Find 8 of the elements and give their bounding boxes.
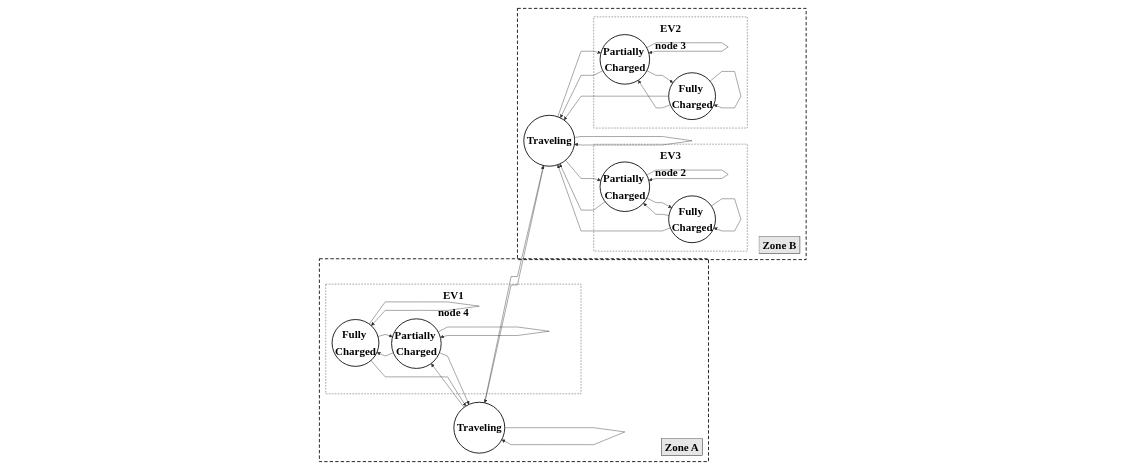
node-circle: Traveling bbox=[453, 401, 506, 454]
node-circle: Fully Charged bbox=[668, 195, 717, 244]
node-circle: Partially Charged bbox=[599, 34, 651, 85]
node-circle: Fully Charged bbox=[331, 319, 380, 367]
node-circle: Traveling bbox=[523, 114, 576, 167]
node-circle: Partially Charged bbox=[391, 318, 442, 369]
node-circle: Fully Charged bbox=[668, 72, 717, 120]
node-circle: Partially Charged bbox=[599, 161, 651, 212]
